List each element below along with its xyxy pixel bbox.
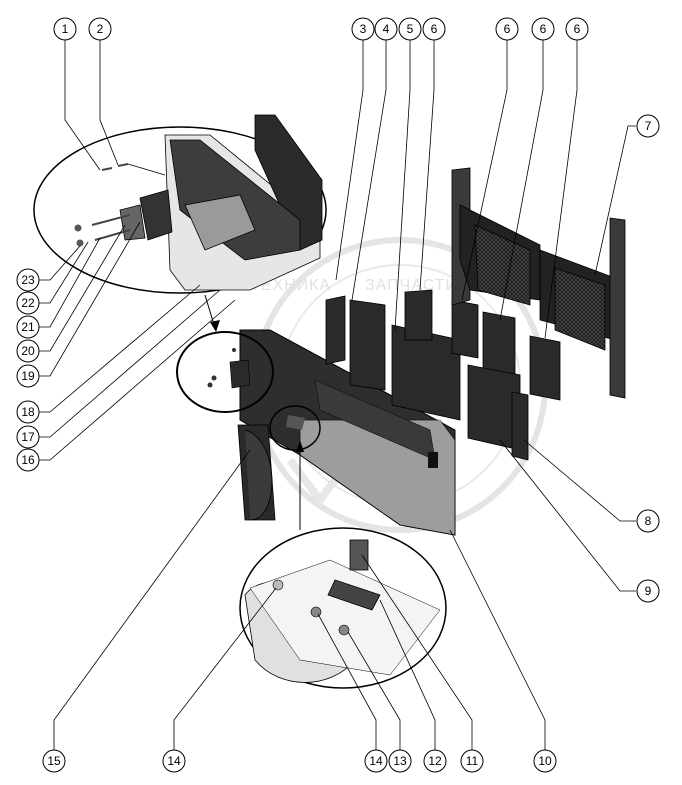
detail-view-hinge xyxy=(176,331,274,413)
panel-item-6-c xyxy=(482,311,516,379)
callout-11-label: 11 xyxy=(466,754,479,768)
callout-14-a: 14 xyxy=(364,749,388,773)
callout-4: 4 xyxy=(374,17,398,41)
callout-7: 7 xyxy=(636,114,660,138)
callout-16-label: 16 xyxy=(21,453,35,467)
panel-item-5 xyxy=(391,324,461,421)
callout-3: 3 xyxy=(351,17,375,41)
callout-9-label: 9 xyxy=(645,584,652,598)
mesh-grille-left xyxy=(451,167,541,306)
callout-17: 17 xyxy=(16,425,40,449)
callout-10: 10 xyxy=(533,749,557,773)
watermark-right-text: ЗАПЧАСТИ xyxy=(365,277,458,294)
callout-1-label: 1 xyxy=(62,22,69,36)
panel-item-6-d xyxy=(529,335,561,401)
callout-19: 19 xyxy=(16,364,40,388)
arrow-detail-to-assembly xyxy=(204,294,220,332)
callout-20: 20 xyxy=(16,339,40,363)
mesh-grille-right xyxy=(539,217,626,399)
main-door-panel xyxy=(237,329,456,536)
panel-item-3 xyxy=(325,295,346,365)
callout-13-label: 13 xyxy=(393,754,407,768)
callout-22: 22 xyxy=(16,291,40,315)
callout-6-a: 6 xyxy=(422,17,446,41)
callout-8-label: 8 xyxy=(645,514,652,528)
callout-6-b: 6 xyxy=(495,17,519,41)
callout-12: 12 xyxy=(423,749,447,773)
callout-9: 9 xyxy=(636,579,660,603)
callout-14-b: 14 xyxy=(162,749,186,773)
callout-3-label: 3 xyxy=(360,22,367,36)
callout-5: 5 xyxy=(398,17,422,41)
detail-view-lock-marker xyxy=(269,405,321,451)
callout-23-label: 23 xyxy=(21,273,35,287)
callout-1: 1 xyxy=(53,17,77,41)
panel-item-4 xyxy=(349,299,386,391)
callout-6-d-label: 6 xyxy=(574,22,581,36)
callout-20-label: 20 xyxy=(21,344,35,358)
callout-17-label: 17 xyxy=(21,430,35,444)
callout-23: 23 xyxy=(16,268,40,292)
callout-22-label: 22 xyxy=(21,296,35,310)
detail-view-top xyxy=(33,114,327,294)
leader-lines xyxy=(28,40,636,760)
callout-21: 21 xyxy=(16,315,40,339)
callout-14-a-label: 14 xyxy=(369,754,383,768)
callout-6-c-label: 6 xyxy=(540,22,547,36)
callout-18: 18 xyxy=(16,400,40,424)
callout-13: 13 xyxy=(388,749,412,773)
callout-6-d: 6 xyxy=(565,17,589,41)
callout-2: 2 xyxy=(88,17,112,41)
callout-21-label: 21 xyxy=(21,320,35,334)
callout-15: 15 xyxy=(42,749,66,773)
arrow-lock-to-detail xyxy=(296,440,304,530)
detail-view-bottom xyxy=(239,527,447,689)
callout-7-label: 7 xyxy=(645,119,652,133)
callout-6-b-label: 6 xyxy=(504,22,511,36)
callout-4-label: 4 xyxy=(383,22,390,36)
callout-12-label: 12 xyxy=(428,754,442,768)
callout-16: 16 xyxy=(16,448,40,472)
callout-10-label: 10 xyxy=(538,754,552,768)
callout-15-label: 15 xyxy=(47,754,61,768)
callout-5-label: 5 xyxy=(407,22,414,36)
callout-6-a-label: 6 xyxy=(431,22,438,36)
callout-18-label: 18 xyxy=(21,405,35,419)
insulation-panels xyxy=(325,289,561,461)
callout-14-b-label: 14 xyxy=(167,754,181,768)
panel-item-6-a xyxy=(404,289,433,341)
callout-8: 8 xyxy=(636,509,660,533)
panel-item-6-b xyxy=(451,299,479,359)
callout-2-label: 2 xyxy=(97,22,104,36)
panel-item-8 xyxy=(511,391,529,461)
callout-11: 11 xyxy=(460,749,484,773)
callout-19-label: 19 xyxy=(21,369,35,383)
callout-6-c: 6 xyxy=(531,17,555,41)
